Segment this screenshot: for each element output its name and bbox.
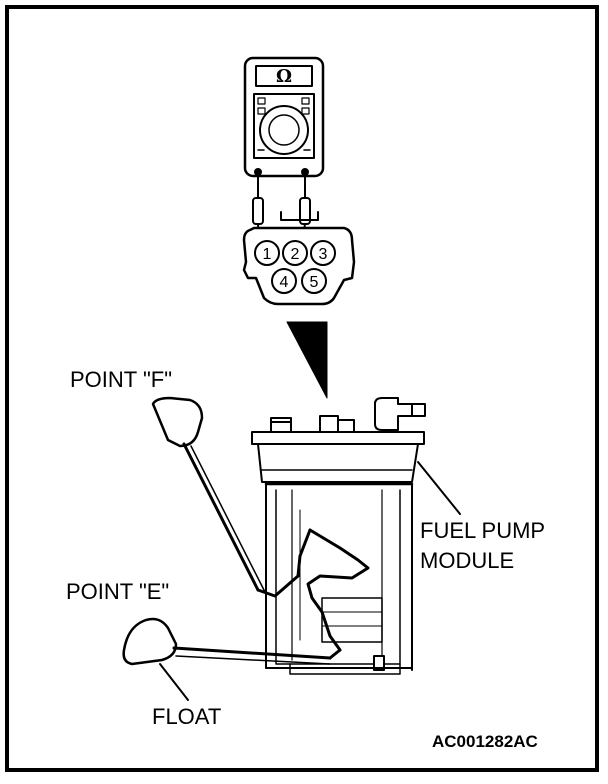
float-arm-lower (122, 617, 342, 666)
module-label: MODULE (420, 548, 515, 573)
ohm-symbol: Ω (276, 66, 292, 87)
figure-code: AC001282AC (432, 732, 538, 751)
pin-3-label: 3 (319, 246, 328, 263)
direction-arrow (286, 321, 328, 399)
point-f-label: POINT "F" (70, 367, 172, 392)
float-leader-line (159, 663, 189, 701)
connector (242, 211, 356, 306)
fuel-pump-module (251, 397, 426, 675)
pin-1-label: 1 (263, 246, 272, 263)
connector-pin-numbers: 1 2 3 4 5 (263, 246, 328, 291)
module-leader-line (417, 461, 461, 515)
float-label: FLOAT (152, 704, 222, 729)
ohmmeter: Ω (243, 56, 325, 178)
float-arm-upper (151, 396, 300, 598)
pin-5-label: 5 (310, 274, 319, 291)
point-e-label: POINT "E" (66, 579, 170, 604)
pin-4-label: 4 (280, 274, 289, 291)
fuel-pump-label: FUEL PUMP (420, 518, 546, 543)
pin-2-label: 2 (291, 246, 300, 263)
